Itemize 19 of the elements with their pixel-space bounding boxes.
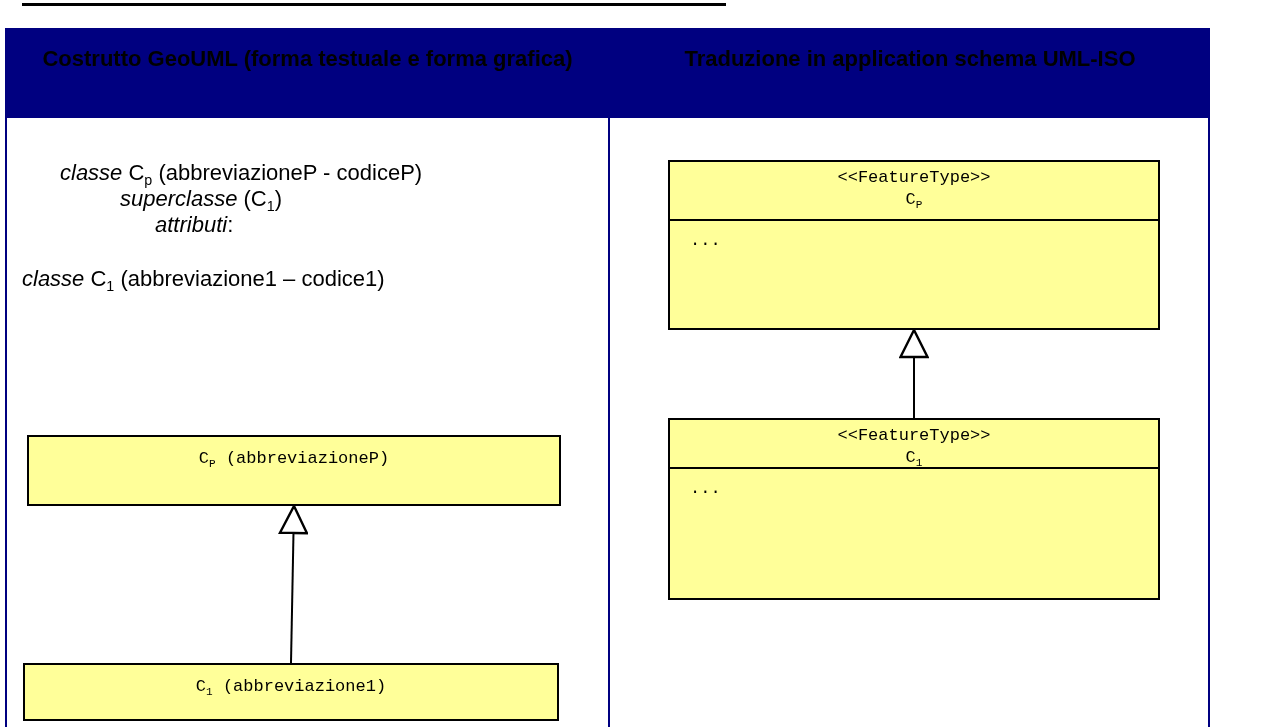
class-name: C$_{P}$ xyxy=(904,190,924,212)
class-box xyxy=(668,418,1160,600)
stereotype-label: <<FeatureType>> xyxy=(836,168,992,187)
class-name: C$_{P}$ (abbreviazioneP) xyxy=(197,449,391,471)
text-line: classe C$_{p}$ (abbreviazioneP - codiceP) xyxy=(60,160,423,190)
text-line: classe C$_{1}$ (abbreviazione1 – codice1) xyxy=(22,266,385,297)
stereotype-label: <<FeatureType>> xyxy=(836,426,992,445)
class-name: C$_{1}$ xyxy=(904,448,924,470)
generalization-arrow xyxy=(278,504,309,664)
column-header: Costrutto GeoUML (forma testuale e forma grafica) xyxy=(41,46,574,72)
attribute-text: ... xyxy=(690,479,721,498)
class-box xyxy=(668,160,1160,330)
text-line: attributi: xyxy=(155,212,234,238)
attribute-text: ... xyxy=(690,231,721,250)
generalization-arrow xyxy=(899,328,929,419)
class-name: C$_{1}$ (abbreviazione1) xyxy=(194,677,388,699)
column-header: Traduzione in application schema UML-ISO xyxy=(683,46,1137,72)
class-box xyxy=(23,663,559,721)
class-box xyxy=(27,435,561,506)
